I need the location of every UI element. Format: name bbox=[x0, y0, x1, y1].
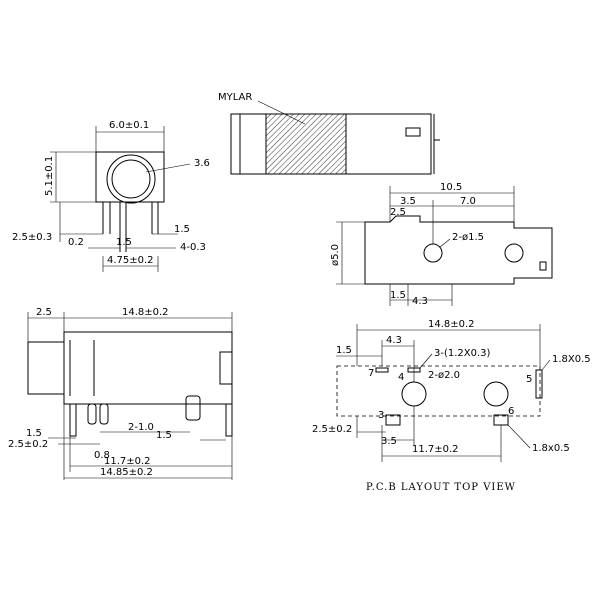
pcb-pad-6 bbox=[493, 414, 509, 426]
front-hole-dim: 3.6 bbox=[194, 158, 210, 169]
top-hole-1 bbox=[423, 243, 443, 263]
top-diameter-dim: ø5.0 bbox=[330, 244, 341, 266]
pcb-pin-label-3: 3 bbox=[378, 410, 384, 421]
pcb-pad-3 bbox=[385, 414, 401, 426]
front-pin-pitch2-dim: 4-0.3 bbox=[180, 242, 206, 253]
pcb-pin-label-6: 6 bbox=[508, 406, 514, 417]
side-nose bbox=[27, 341, 65, 395]
front-view: 6.0±0.1 5.1±0.1 3.6 2.5±0.3 0.2 1.5 1.5 … bbox=[12, 120, 210, 272]
front-width-dim: 6.0±0.1 bbox=[109, 120, 149, 131]
front-pin-pitch-dim: 1.5 bbox=[116, 237, 132, 248]
pcb-hole-1 bbox=[401, 381, 427, 407]
side-total-dim: 14.85±0.2 bbox=[100, 467, 153, 478]
pcb-seg2-dim: 3.5 bbox=[381, 436, 397, 447]
pcb-offset-dim: 2.5±0.2 bbox=[312, 424, 352, 435]
mylar-label: MYLAR bbox=[218, 92, 252, 103]
side-length-dim: 14.8±0.2 bbox=[122, 307, 169, 318]
front-pin-spacing-dim: 1.5 bbox=[174, 224, 190, 235]
side-view: 2.5 14.8±0.2 1.5 2.5±0.2 2-1.0 1.5 0.8 1… bbox=[8, 307, 233, 480]
pcb-hole-2 bbox=[483, 381, 509, 407]
pcb-slot-dim: 3-(1.2X0.3) bbox=[434, 348, 491, 359]
top-offset-dim: 2.5 bbox=[390, 207, 406, 218]
side-pin-e-dim: 0.8 bbox=[94, 450, 110, 461]
side-pin-b-dim: 2.5±0.2 bbox=[8, 439, 48, 450]
pcb-length-dim: 14.8±0.2 bbox=[428, 319, 475, 330]
pcb-front-dim: 1.5 bbox=[336, 345, 352, 356]
top-hole-dim: 2-ø1.5 bbox=[452, 232, 484, 243]
pcb-pad-top-dim: 1.8X0.5 bbox=[552, 354, 591, 365]
top-small-a-dim: 1.5 bbox=[390, 290, 406, 301]
top-seg-a-dim: 3.5 bbox=[400, 196, 416, 207]
top-view: 10.5 3.5 7.0 2.5 2-ø1.5 ø5.0 1.5 4.3 bbox=[330, 182, 553, 307]
pcb-hole-dim: 2-ø2.0 bbox=[428, 370, 460, 381]
pcb-outline bbox=[336, 365, 541, 417]
top-small-b-dim: 4.3 bbox=[412, 296, 428, 307]
front-height-dim: 5.1±0.1 bbox=[44, 156, 55, 196]
pcb-pin-label-7: 7 bbox=[368, 368, 374, 379]
front-inner-ring bbox=[111, 159, 151, 199]
side-body bbox=[63, 331, 233, 405]
pcb-pin-label-5: 5 bbox=[526, 374, 532, 385]
front-body bbox=[95, 151, 165, 203]
pcb-pad-5 bbox=[535, 369, 543, 399]
pcb-slot-7 bbox=[375, 367, 389, 373]
mylar-view: MYLAR bbox=[218, 92, 440, 175]
top-body bbox=[364, 215, 553, 285]
front-pin-offset-dim: 2.5±0.3 bbox=[12, 232, 52, 243]
pcb-seg-dim: 4.3 bbox=[386, 335, 402, 346]
pcb-caption: P.C.B LAYOUT TOP VIEW bbox=[366, 482, 516, 493]
mylar-slot bbox=[405, 127, 421, 137]
top-hole-2 bbox=[504, 243, 524, 263]
side-pin-a-dim: 1.5 bbox=[26, 428, 42, 439]
top-seg-b-dim: 7.0 bbox=[460, 196, 476, 207]
top-length-dim: 10.5 bbox=[440, 182, 462, 193]
front-pin-width-dim: 0.2 bbox=[68, 237, 84, 248]
side-pin-c-dim: 2-1.0 bbox=[128, 422, 154, 433]
side-span-dim: 11.7±0.2 bbox=[104, 456, 151, 467]
side-pin-d-dim: 1.5 bbox=[156, 430, 172, 441]
front-outer-ring bbox=[106, 154, 156, 204]
mylar-hatched-band bbox=[265, 113, 347, 175]
front-base-width-dim: 4.75±0.2 bbox=[107, 255, 154, 266]
pcb-span-dim: 11.7±0.2 bbox=[412, 444, 459, 455]
side-front-dim: 2.5 bbox=[36, 307, 52, 318]
pcb-pad-bottom-dim: 1.8x0.5 bbox=[532, 443, 570, 454]
pcb-view: 14.8±0.2 4.3 1.5 3-(1.2X0.3) 2-ø2.0 1.8X… bbox=[312, 319, 591, 493]
pcb-pin-label-4: 4 bbox=[398, 372, 404, 383]
